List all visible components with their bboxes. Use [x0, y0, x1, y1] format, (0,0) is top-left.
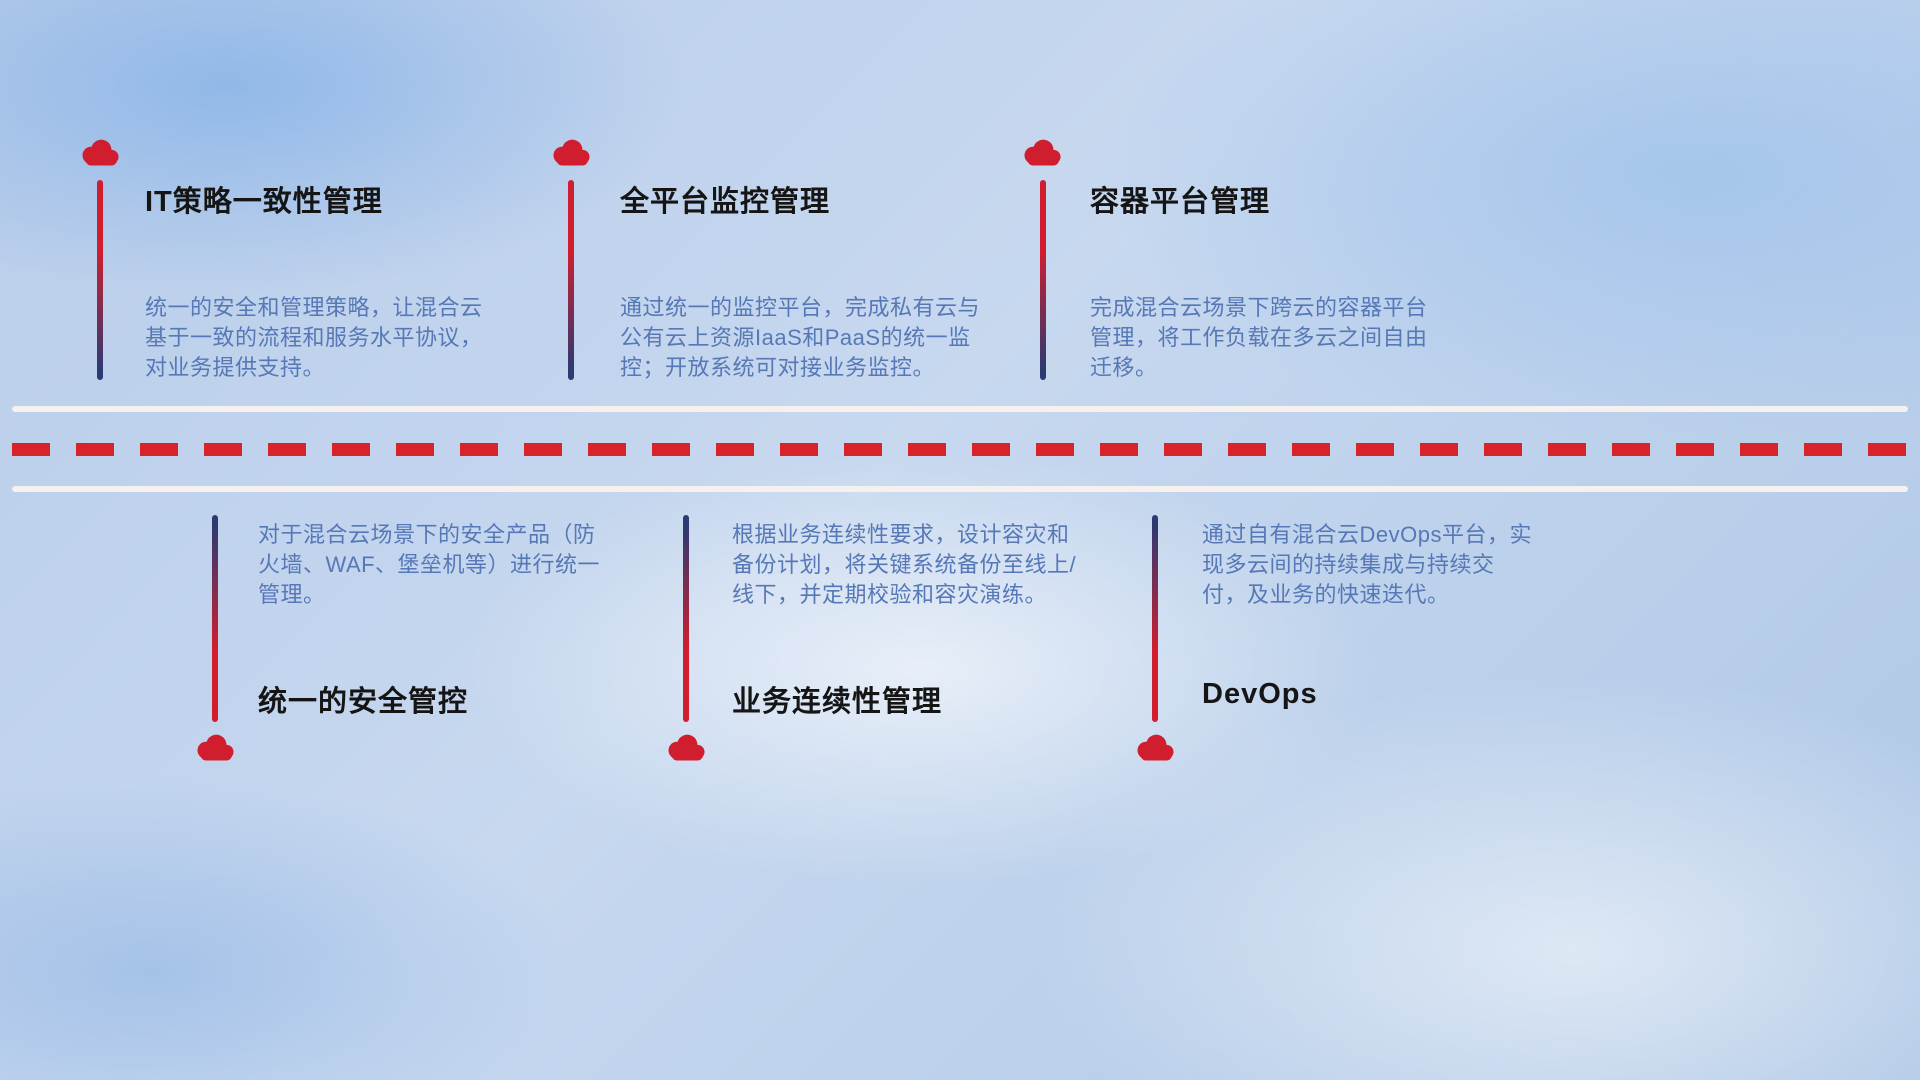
top-item-title-1: IT策略一致性管理	[145, 186, 383, 218]
road-bottom-line	[12, 486, 1908, 492]
top-item-description-1: 统一的安全和管理策略，让混合云基于一致的流程和服务水平协议，对业务提供支持。	[145, 295, 483, 380]
road-top-line	[12, 406, 1908, 412]
connector-line	[683, 515, 689, 722]
cloud-icon	[663, 731, 710, 765]
connector-line	[1040, 180, 1046, 380]
connector-line	[1152, 515, 1158, 722]
top-item-description-3: 完成混合云场景下跨云的容器平台管理，将工作负载在多云之间自由迁移。	[1090, 295, 1428, 380]
connector-line	[568, 180, 574, 380]
bottom-item-title-2: 业务连续性管理	[732, 686, 943, 718]
road-dashed-centerline	[12, 443, 1908, 456]
bottom-item-description-1: 对于混合云场景下的安全产品（防火墙、WAF、堡垒机等）进行统一管理。	[258, 522, 601, 607]
cloud-icon	[77, 136, 124, 170]
cloud-icon	[1019, 136, 1066, 170]
bottom-item-description-2: 根据业务连续性要求，设计容灾和备份计划，将关键系统备份至线上/线下，并定期校验和…	[732, 522, 1077, 607]
cloud-icon	[192, 731, 239, 765]
bottom-item-title-3: DevOps	[1202, 678, 1318, 710]
connector-line	[212, 515, 218, 722]
bottom-item-description-3: 通过自有混合云DevOps平台，实现多云间的持续集成与持续交付，及业务的快速迭代…	[1202, 522, 1532, 607]
top-item-title-2: 全平台监控管理	[620, 186, 831, 218]
connector-line	[97, 180, 103, 380]
bottom-item-title-1: 统一的安全管控	[258, 686, 469, 718]
cloud-icon	[548, 136, 595, 170]
cloud-icon	[1132, 731, 1179, 765]
top-item-description-2: 通过统一的监控平台，完成私有云与公有云上资源IaaS和PaaS的统一监控；开放系…	[620, 295, 981, 380]
top-item-title-3: 容器平台管理	[1090, 186, 1271, 218]
